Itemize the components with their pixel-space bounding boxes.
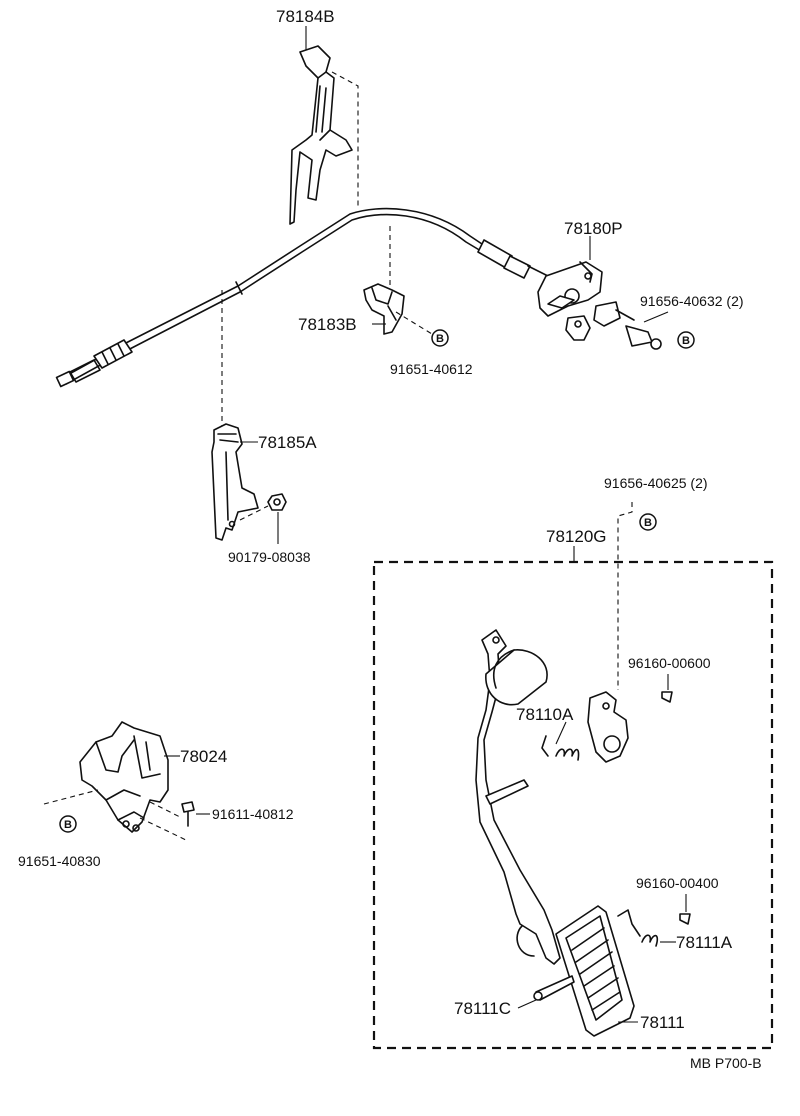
- bracket-78185A: [211, 423, 259, 541]
- label-90179-08038: 90179-08038: [228, 549, 311, 565]
- label-91656-40632: 91656-40632 (2): [640, 293, 744, 309]
- label-91656-40625: 91656-40625 (2): [604, 475, 708, 491]
- label-91651-40830: 91651-40830: [18, 853, 101, 869]
- dash-78184B: [331, 71, 359, 206]
- label-96160-00400: 96160-00400: [636, 875, 719, 891]
- svg-text:B: B: [436, 333, 444, 345]
- nut-90179-08038: [267, 493, 287, 511]
- svg-text:B: B: [64, 819, 72, 831]
- bolt-marker-b-2: B: [431, 329, 449, 347]
- leader-78110A: [555, 721, 567, 745]
- label-78184B: 78184B: [276, 7, 335, 26]
- bolt-91611-40812: [181, 801, 195, 827]
- dash-78024-left: [43, 789, 99, 805]
- clip-96160-00400: [679, 913, 691, 925]
- bolt-marker-b-4: B: [59, 815, 77, 833]
- pedal-arm: [475, 629, 561, 965]
- label-78111: 78111: [640, 1013, 685, 1032]
- clip-96160-00600: [661, 691, 673, 703]
- bolt-marker-b-3: B: [639, 513, 657, 531]
- label-78120G: 78120G: [546, 527, 607, 546]
- assembly-frame-78120G: [372, 560, 774, 1050]
- bracket-78180P: [537, 261, 662, 350]
- label-78183B: 78183B: [298, 315, 357, 334]
- svg-text:B: B: [644, 517, 652, 529]
- leader-78111C: [517, 999, 537, 1009]
- label-78110A: 78110A: [516, 705, 574, 724]
- label-78185A: 78185A: [258, 433, 317, 452]
- footer-code: MB P700-B: [690, 1055, 762, 1071]
- label-78111C: 78111C: [454, 999, 511, 1018]
- label-91611-40812: 91611-40812: [212, 806, 294, 822]
- label-78111A: 78111A: [676, 933, 733, 952]
- dash-91656-40625: [617, 502, 633, 690]
- bolt-marker-b-1: B: [677, 331, 695, 349]
- clip-78183B: [363, 283, 405, 335]
- bracket-78184B: [289, 45, 353, 225]
- leader-91656-40632: [643, 311, 669, 323]
- pedal-bracket: [587, 691, 629, 763]
- svg-text:B: B: [682, 335, 690, 347]
- dash-78183B-lower: [395, 311, 433, 335]
- dash-78024-right: [139, 801, 187, 841]
- pedal-pad-78111: [533, 905, 635, 1037]
- spring-78111A: [617, 909, 659, 947]
- label-91651-40612: 91651-40612: [390, 361, 473, 377]
- label-78024: 78024: [180, 747, 227, 766]
- label-96160-00600: 96160-00600: [628, 655, 711, 671]
- bracket-78024: [79, 721, 169, 833]
- accelerator-cable: [55, 207, 549, 388]
- label-78180P: 78180P: [564, 219, 623, 238]
- spring-78110A: [541, 735, 580, 761]
